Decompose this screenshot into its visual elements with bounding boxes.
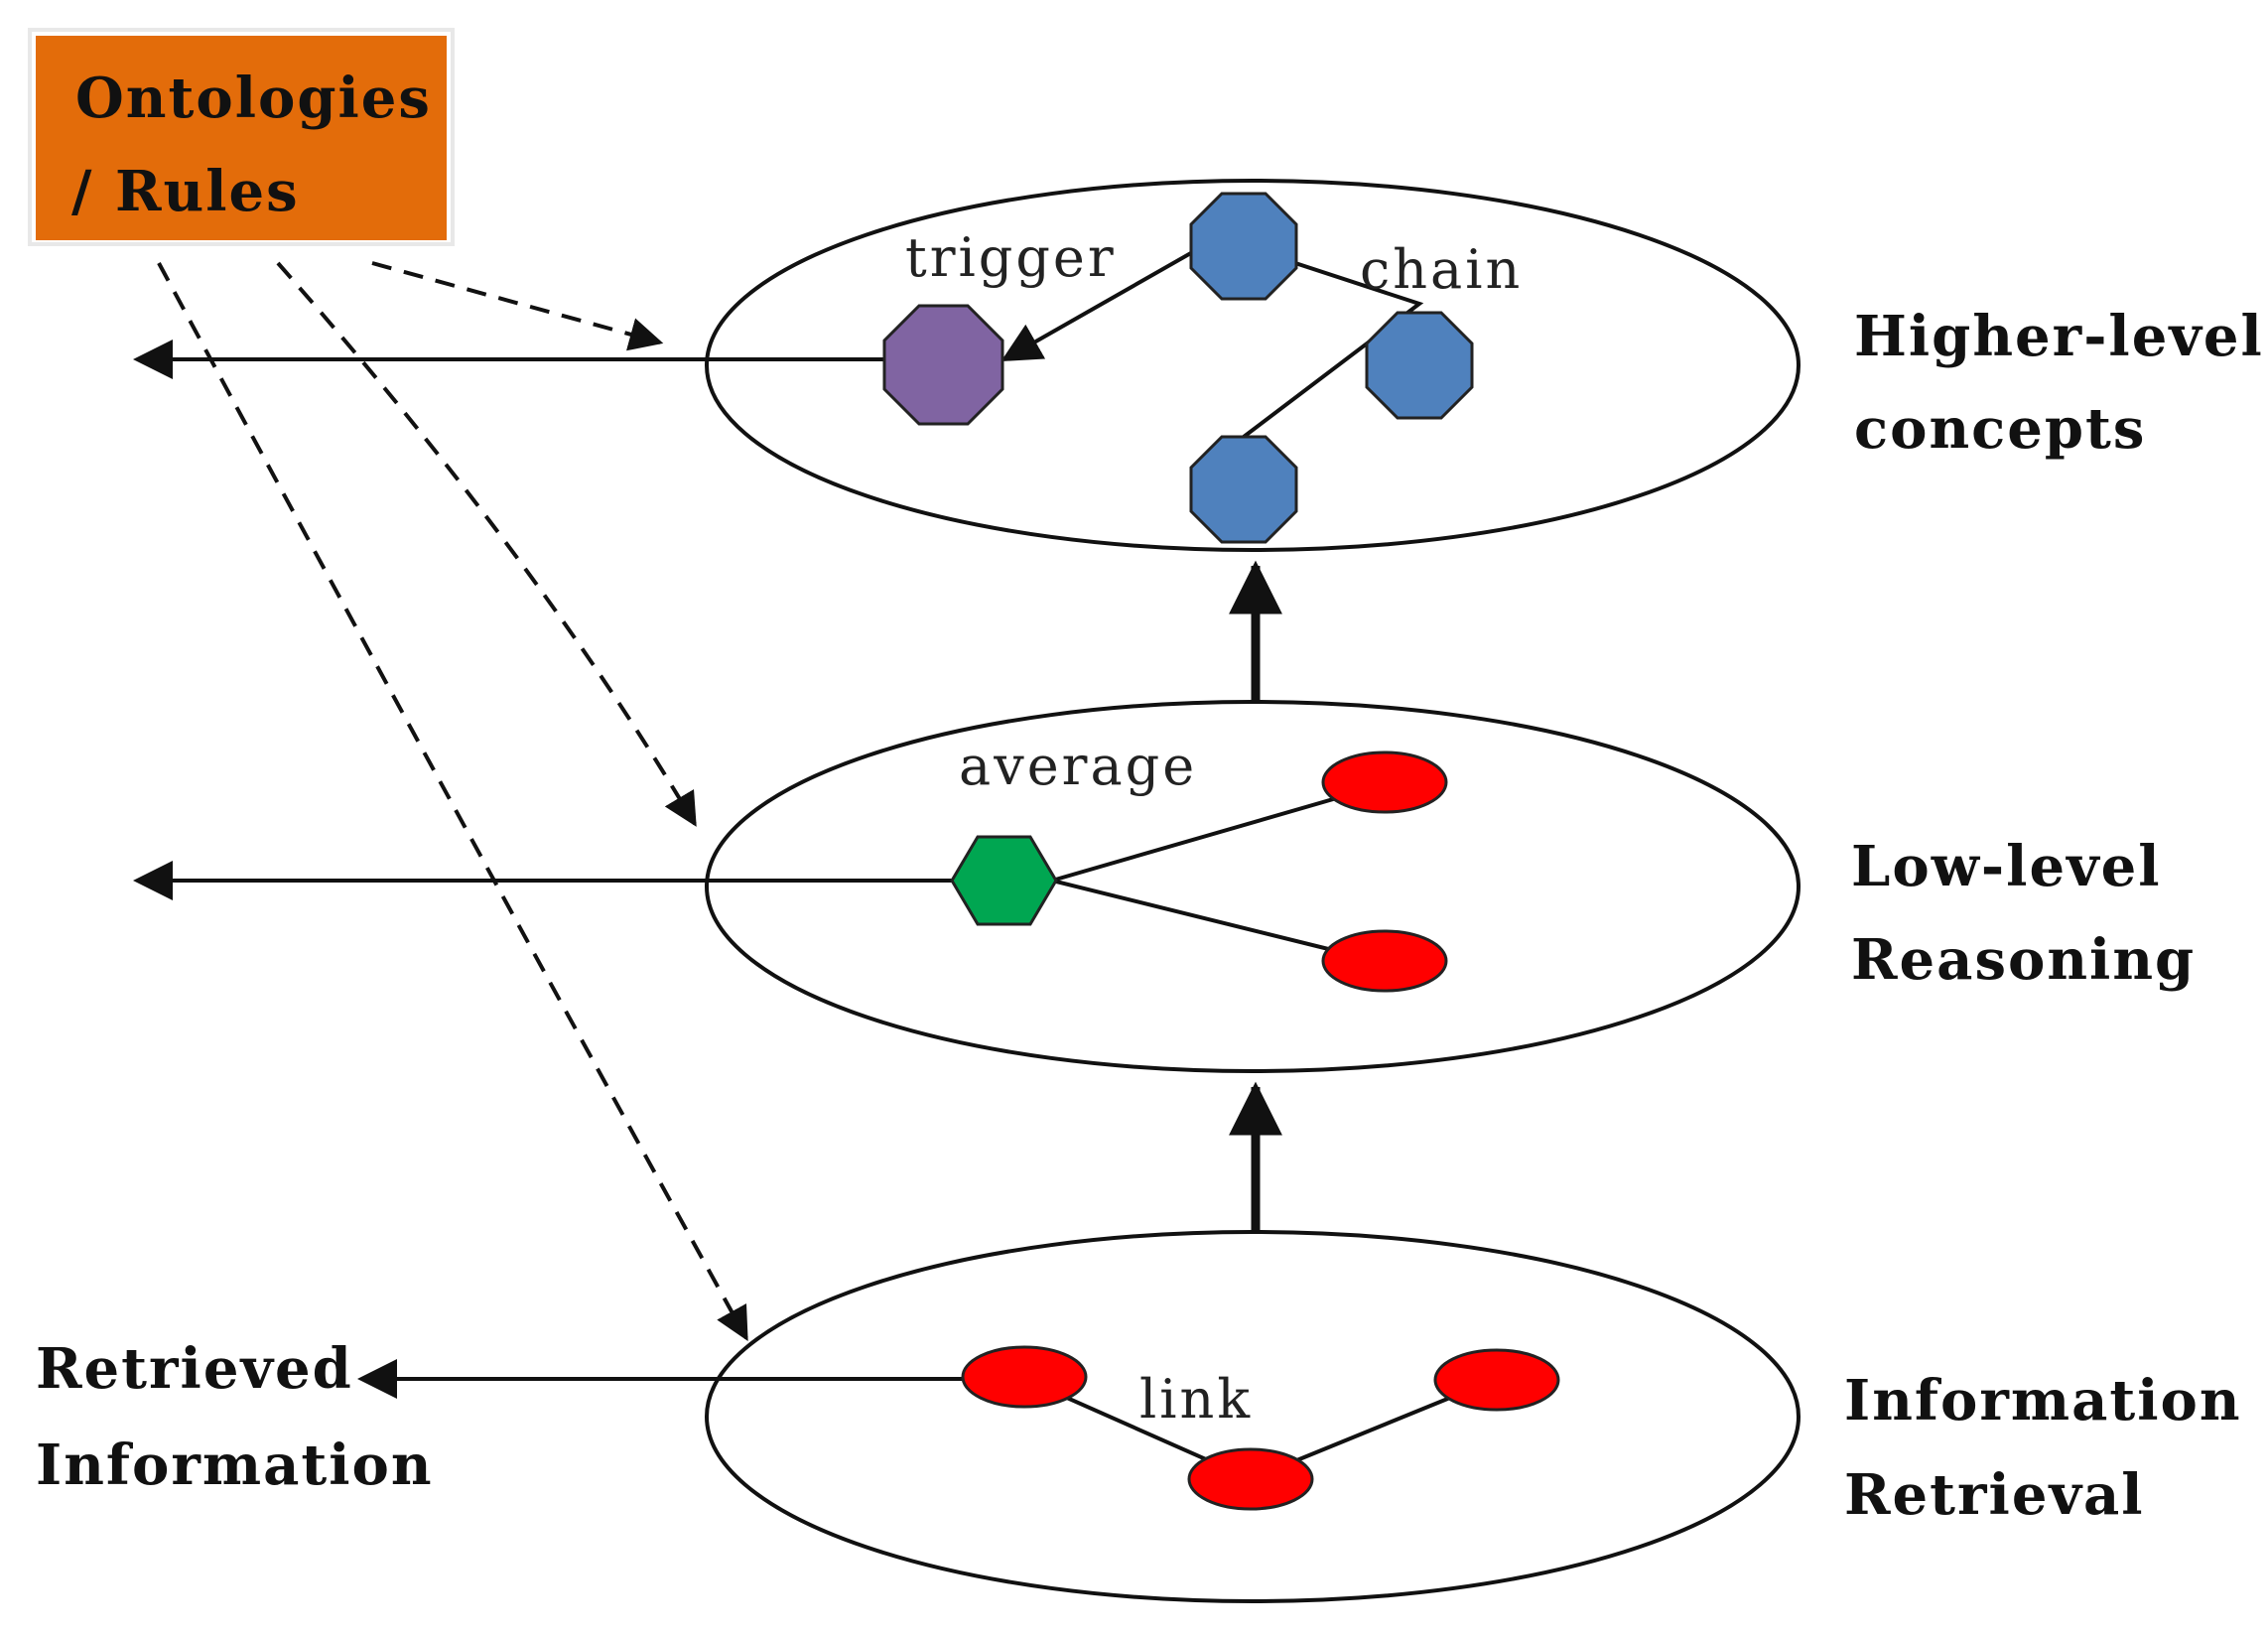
average-node [950,835,1058,926]
retrieval-label-line2: Retrieval [1844,1462,2145,1528]
average-edge-upper [1051,782,1386,883]
chain-edges [1242,244,1424,439]
data-node-retrieval-left [961,1345,1088,1409]
link-label: link [1139,1368,1253,1431]
dashed-arrow-to-higher-level [371,261,664,351]
concept-node-middle [1365,311,1474,420]
average-label: average [959,735,1197,797]
rules-label: / Rules [71,159,300,224]
trigger-node [882,304,1004,426]
retrieved-information-line1: Retrieved [36,1336,353,1402]
concept-node-bottom [1189,435,1298,544]
ontologies-rules-fill [36,36,447,240]
trigger-label: trigger [905,226,1117,289]
dashed-arrow-to-retrieval [157,262,748,1341]
data-node-retrieval-center [1187,1447,1314,1511]
low-level-label-line1: Low-level [1851,834,2162,899]
retrieval-label-line1: Information [1844,1368,2242,1433]
chain-label: chain [1360,238,1523,301]
low-level-reasoning-ellipse [705,700,1801,1073]
concept-node-top [1189,192,1298,301]
low-level-label-line2: Reasoning [1851,927,2196,993]
data-node-low-lower [1321,929,1448,993]
ontologies-label: Ontologies [75,66,432,131]
dashed-arrow-to-low-level [276,261,697,827]
data-node-low-upper [1321,750,1448,814]
higher-level-label-line2: concepts [1854,396,2146,462]
retrieved-information-line2: Information [36,1432,434,1498]
higher-level-label-line1: Higher-level [1854,304,2264,369]
data-node-retrieval-right [1433,1348,1560,1412]
higher-level-concepts-ellipse [705,179,1801,552]
trigger-edge [1001,248,1197,361]
